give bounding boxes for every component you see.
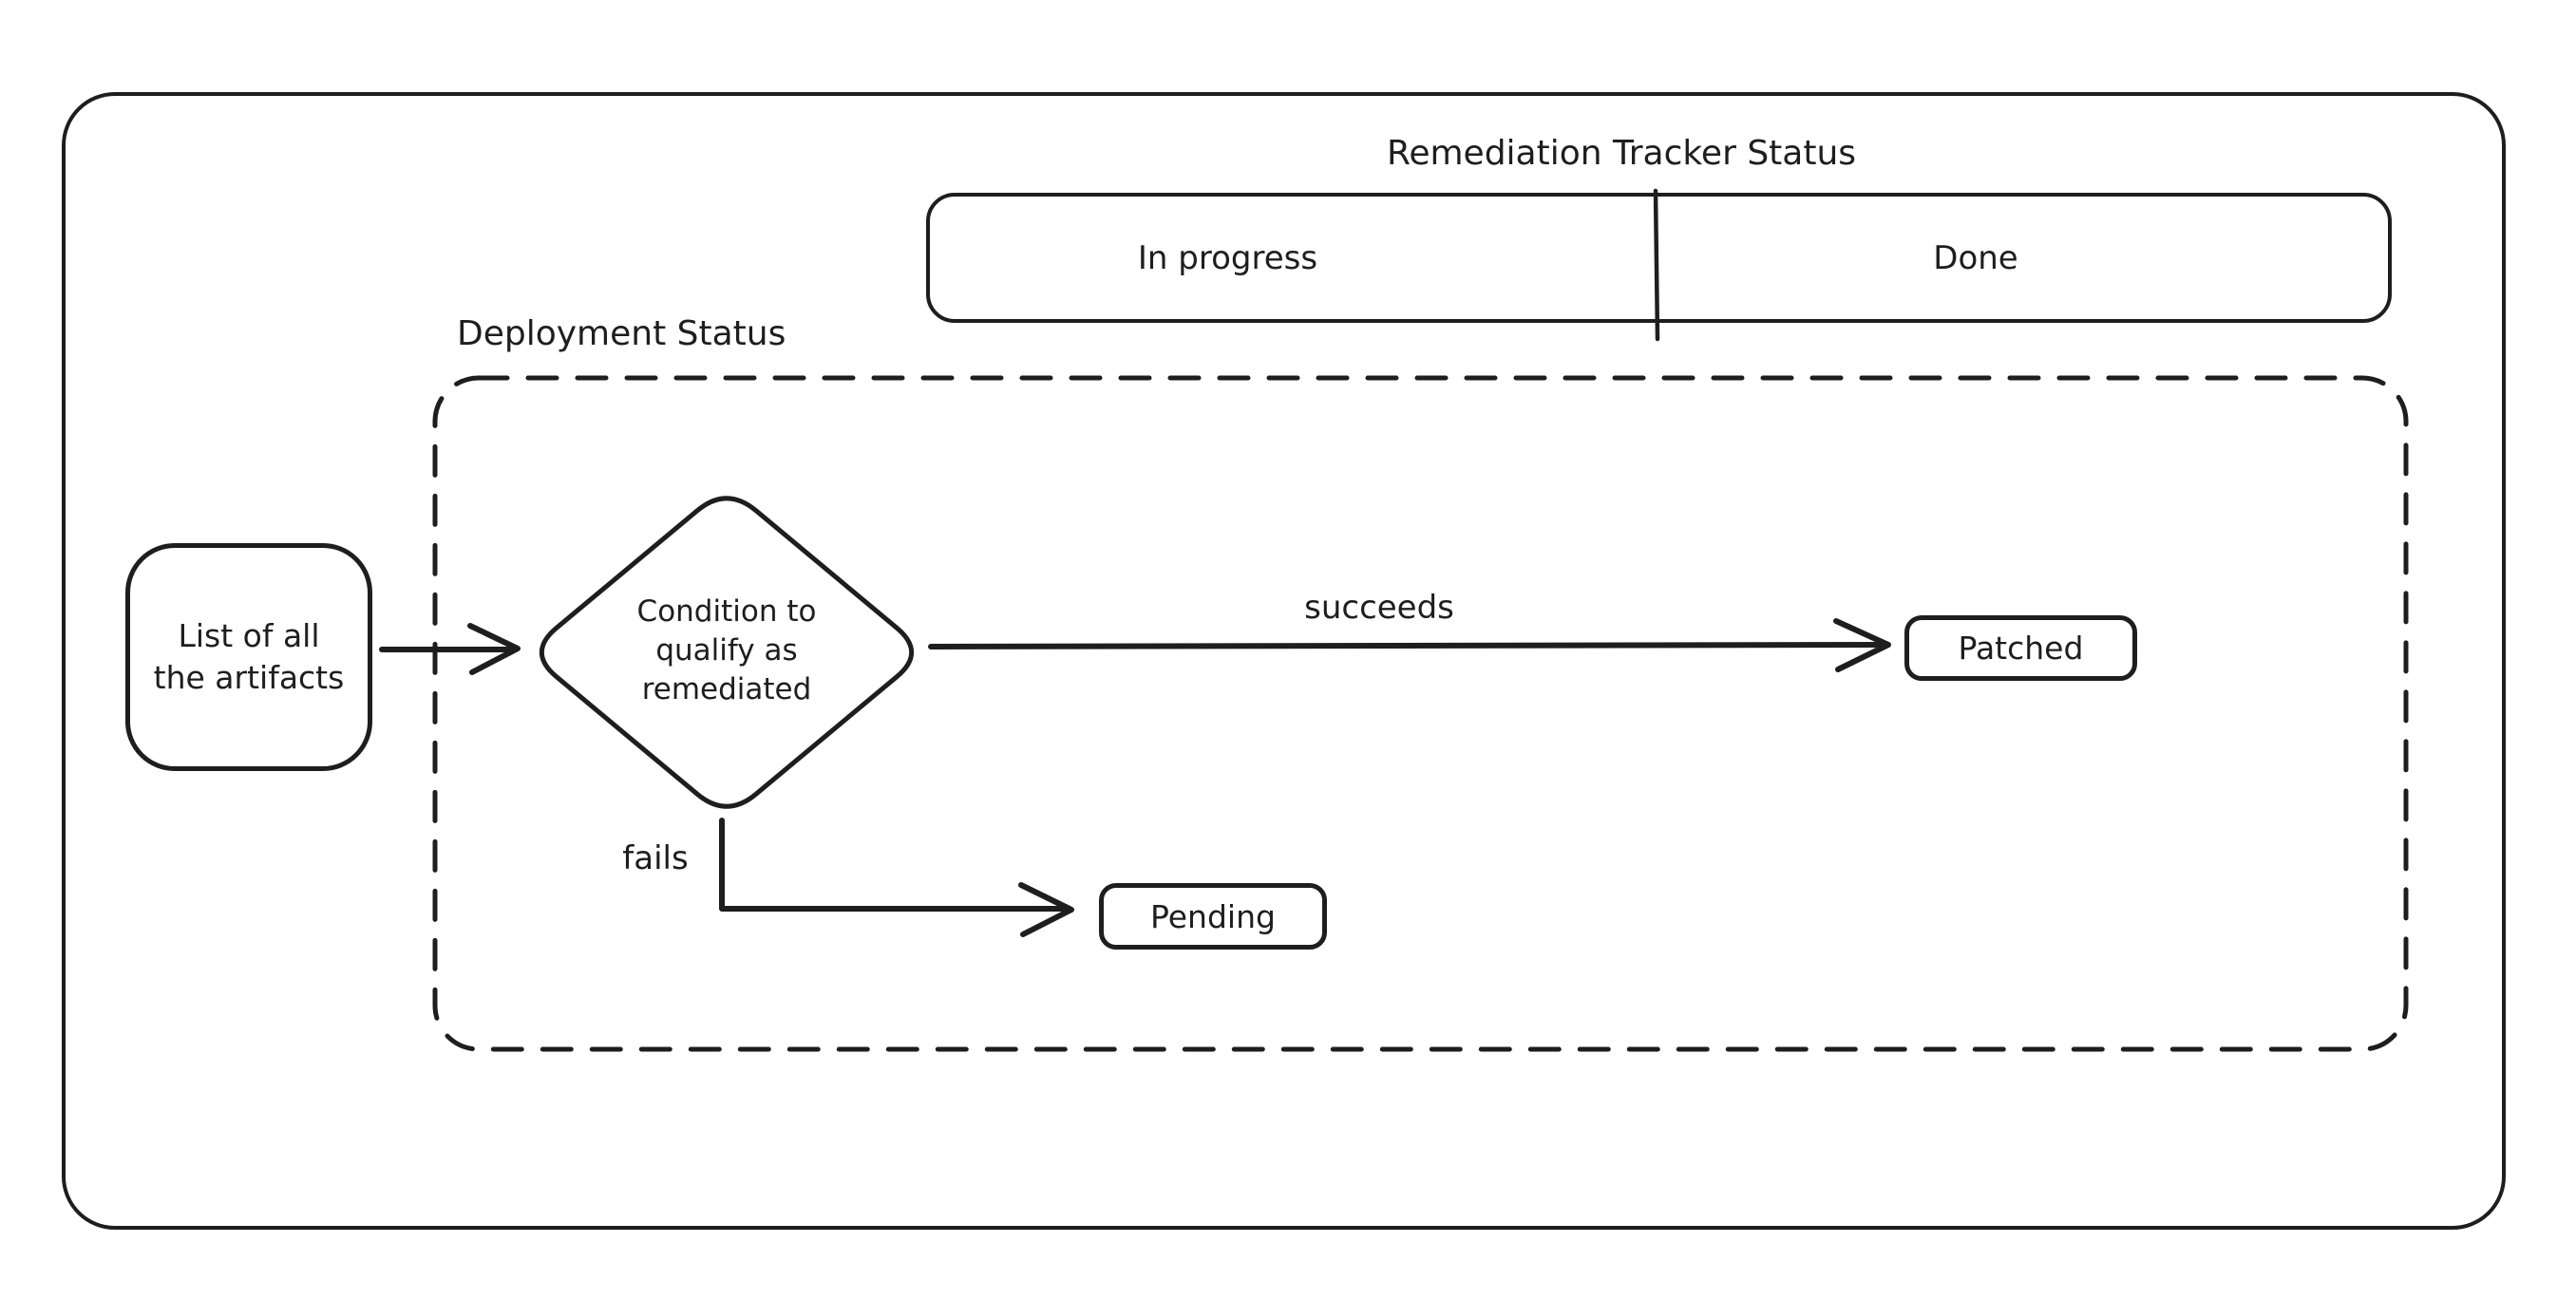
- deployment-status-label: Deployment Status: [457, 314, 786, 353]
- remediation-tracker-table: In progress Done: [926, 193, 2392, 323]
- patched-node: Patched: [1904, 615, 2137, 681]
- tracker-cell-in-progress: In progress: [1137, 238, 1318, 277]
- artifacts-node-label: List of all the artifacts: [153, 617, 345, 696]
- succeeds-edge-label: succeeds: [1304, 589, 1454, 627]
- condition-diamond-label: Condition to qualify as remediated: [636, 594, 817, 706]
- patched-node-label: Patched: [1958, 630, 2084, 667]
- diagram-title: Remediation Tracker Status: [1386, 134, 1857, 173]
- outer-frame: [62, 92, 2506, 1230]
- fails-edge-label: fails: [622, 839, 689, 877]
- artifacts-node: List of all the artifacts: [125, 543, 372, 771]
- pending-node-label: Pending: [1150, 897, 1276, 935]
- pending-node: Pending: [1099, 883, 1327, 950]
- tracker-cell-done: Done: [1933, 238, 2018, 277]
